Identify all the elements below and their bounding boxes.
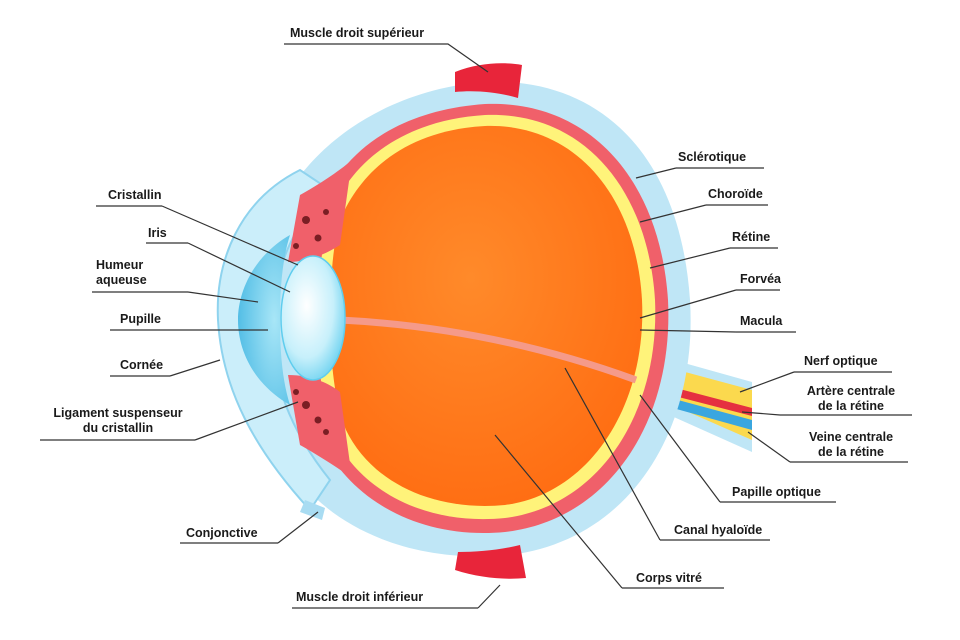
label-ligament-line2: du cristallin — [82, 421, 154, 435]
leader-lines — [40, 43, 912, 609]
label-conjonctive: Conjonctive — [186, 526, 258, 540]
label-macula: Macula — [740, 314, 783, 328]
label-pupille: Pupille — [120, 312, 161, 326]
label-sclerotique: Sclérotique — [678, 150, 747, 164]
label-forvea: Forvéa — [740, 272, 781, 286]
aqueous-humour — [238, 235, 290, 405]
label-artere-centrale: Artère centrale de la rétine — [796, 384, 906, 414]
label-veine-centrale-line1: Veine centrale — [808, 430, 894, 444]
inferior-rectus-muscle — [455, 545, 526, 579]
label-papille-optique: Papille optique — [732, 485, 821, 499]
ciliary-body — [288, 160, 352, 478]
label-retine: Rétine — [732, 230, 771, 244]
label-humeur-line1: Humeur — [96, 258, 144, 272]
label-humeur-line2: aqueuse — [96, 273, 147, 287]
label-ligament-suspenseur: Ligament suspenseur du cristallin — [40, 406, 196, 436]
label-cornee: Cornée — [120, 358, 164, 372]
label-corps-vitre: Corps vitré — [636, 571, 702, 585]
conjunctiva — [300, 500, 325, 520]
label-muscle-droit-inferieur: Muscle droit inférieur — [296, 590, 424, 604]
label-humeur-aqueuse: Humeur aqueuse — [96, 258, 147, 288]
hyaloid-canal — [339, 316, 638, 384]
label-iris: Iris — [148, 226, 167, 240]
lens — [280, 255, 346, 381]
superior-rectus-muscle — [455, 63, 522, 98]
label-veine-centrale: Veine centrale de la rétine — [796, 430, 906, 460]
label-cristallin: Cristallin — [108, 188, 162, 202]
label-veine-centrale-line2: de la rétine — [818, 445, 884, 459]
label-choroide: Choroïde — [708, 187, 763, 201]
vitreous-body — [330, 125, 643, 506]
label-nerf-optique: Nerf optique — [804, 354, 878, 368]
label-muscle-droit-superieur: Muscle droit supérieur — [290, 26, 425, 40]
label-artere-centrale-line1: Artère centrale — [806, 384, 896, 398]
label-canal-hyaloide: Canal hyaloïde — [674, 523, 763, 537]
label-ligament-line1: Ligament suspenseur — [53, 406, 183, 420]
label-artere-centrale-line2: de la rétine — [818, 399, 884, 413]
